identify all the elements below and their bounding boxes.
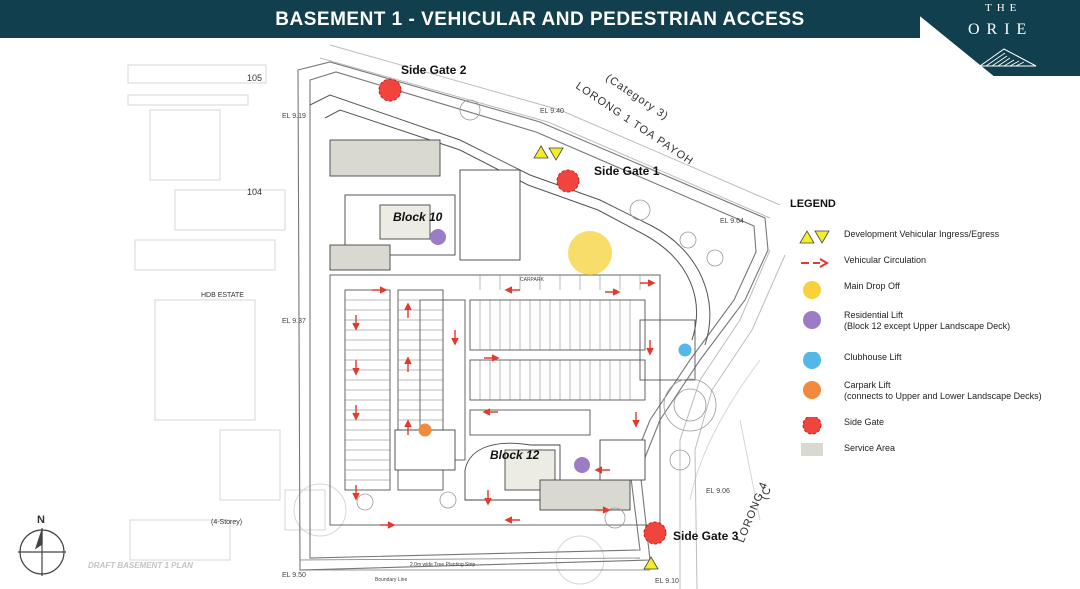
driveway — [309, 94, 711, 346]
legend-text: Service Area — [844, 443, 896, 453]
blue-circle-icon — [803, 352, 821, 369]
site-boundary — [297, 61, 769, 571]
north-label: N — [37, 514, 45, 526]
legend-text: Main Drop Off — [844, 281, 900, 291]
yellow-circle-icon — [803, 281, 821, 299]
legend-text: Residential Lift (Block 12 except Upper … — [844, 310, 1010, 332]
side-gate-1-marker — [556, 169, 580, 193]
elevation-label: EL 9.37 — [282, 318, 306, 325]
purple-circle-icon — [803, 311, 821, 329]
red-dashed-arrow-icon — [801, 258, 830, 268]
boundary-line-label: Boundary Line — [375, 577, 408, 583]
legend-title: LEGEND — [790, 198, 836, 210]
legend-text: Vehicular Circulation — [844, 255, 927, 265]
legend-text: Clubhouse Lift — [844, 352, 902, 362]
side-gate-3-marker — [643, 521, 667, 545]
block-10-structure — [329, 139, 521, 271]
legend-item-drop-off: Main Drop Off — [798, 281, 1078, 305]
elevation-label: EL 9.06 — [706, 488, 730, 495]
legend-item-service-area: Service Area — [798, 443, 1078, 467]
clubhouse-lift — [678, 343, 692, 357]
legend-sub-text: (connects to Upper and Lower Landscape D… — [844, 391, 1042, 401]
legend-sub-text: (Block 12 except Upper Landscape Deck) — [844, 321, 1011, 331]
planting-strip-label: 2.0m wide Tree Planting Strip — [410, 562, 476, 568]
legend-main-text: Carpark Lift — [844, 380, 891, 390]
vehicular-circulation-arrows — [352, 279, 656, 529]
brand-logo-icon — [978, 48, 1037, 67]
residential-lift-block-10 — [430, 229, 446, 245]
trees — [356, 99, 724, 529]
red-dashed-circle-icon — [802, 417, 822, 435]
block-10-label: Block 10 — [393, 210, 443, 224]
main-drop-off-marker — [568, 231, 612, 275]
page-title: BASEMENT 1 - VEHICULAR AND PEDESTRIAN AC… — [275, 9, 805, 30]
legend-text: Side Gate — [844, 417, 885, 427]
lot-105-label: 105 — [247, 73, 263, 83]
orange-circle-icon — [803, 381, 821, 399]
residential-lift-block-12 — [574, 457, 590, 473]
hdb-estate-label: HDB ESTATE — [201, 292, 244, 299]
brand-name: ORIE — [968, 21, 1034, 38]
legend-item-carpark-lift: Carpark Lift (connects to Upper and Lowe… — [798, 380, 1078, 404]
lot-104-label: 104 — [247, 187, 263, 197]
draft-plan-label: DRAFT BASEMENT 1 PLAN — [88, 561, 193, 570]
header-bar — [0, 0, 920, 38]
elevation-label: EL 9.64 — [720, 218, 744, 225]
elevation-label: EL 9.10 — [655, 578, 679, 585]
four-storey-label: (4-Storey) — [211, 519, 243, 526]
legend-text: Development Vehicular Ingress/Egress — [844, 229, 1000, 239]
side-gate-2-label: Side Gate 2 — [401, 63, 467, 77]
legend-main-text: Residential Lift — [844, 310, 904, 320]
legend-item-clubhouse-lift: Clubhouse Lift — [798, 352, 1078, 376]
elevation-label: EL 9.40 — [540, 108, 564, 115]
block-12-label: Block 12 — [490, 448, 540, 462]
ingress-egress-triangles — [533, 145, 659, 570]
elevation-label: EL 9.50 — [282, 572, 306, 579]
north-arrow-icon — [18, 528, 66, 576]
yellow-triangles-icon — [799, 230, 830, 244]
legend-item-side-gate: Side Gate — [798, 417, 1078, 441]
legend-item-residential-lift: Residential Lift (Block 12 except Upper … — [798, 310, 1078, 334]
side-gate-2-marker — [378, 78, 402, 102]
grey-square-icon — [801, 443, 823, 456]
roads — [319, 44, 786, 589]
brand-the: THE — [985, 2, 1022, 14]
block-12-structure — [394, 429, 646, 511]
legend-text: Carpark Lift (connects to Upper and Lowe… — [844, 380, 1042, 402]
bottom-strip — [299, 557, 650, 571]
carpark-lift — [418, 423, 432, 437]
carpark-label: CARPARK — [520, 277, 544, 283]
side-gate-3-label: Side Gate 3 — [673, 529, 739, 543]
legend-item-ingress: Development Vehicular Ingress/Egress — [798, 229, 1078, 253]
surrounding-buildings — [127, 64, 761, 585]
elevation-label: EL 9.19 — [282, 113, 306, 120]
side-gate-1-label: Side Gate 1 — [594, 164, 660, 178]
legend-item-circulation: Vehicular Circulation — [798, 255, 1078, 279]
